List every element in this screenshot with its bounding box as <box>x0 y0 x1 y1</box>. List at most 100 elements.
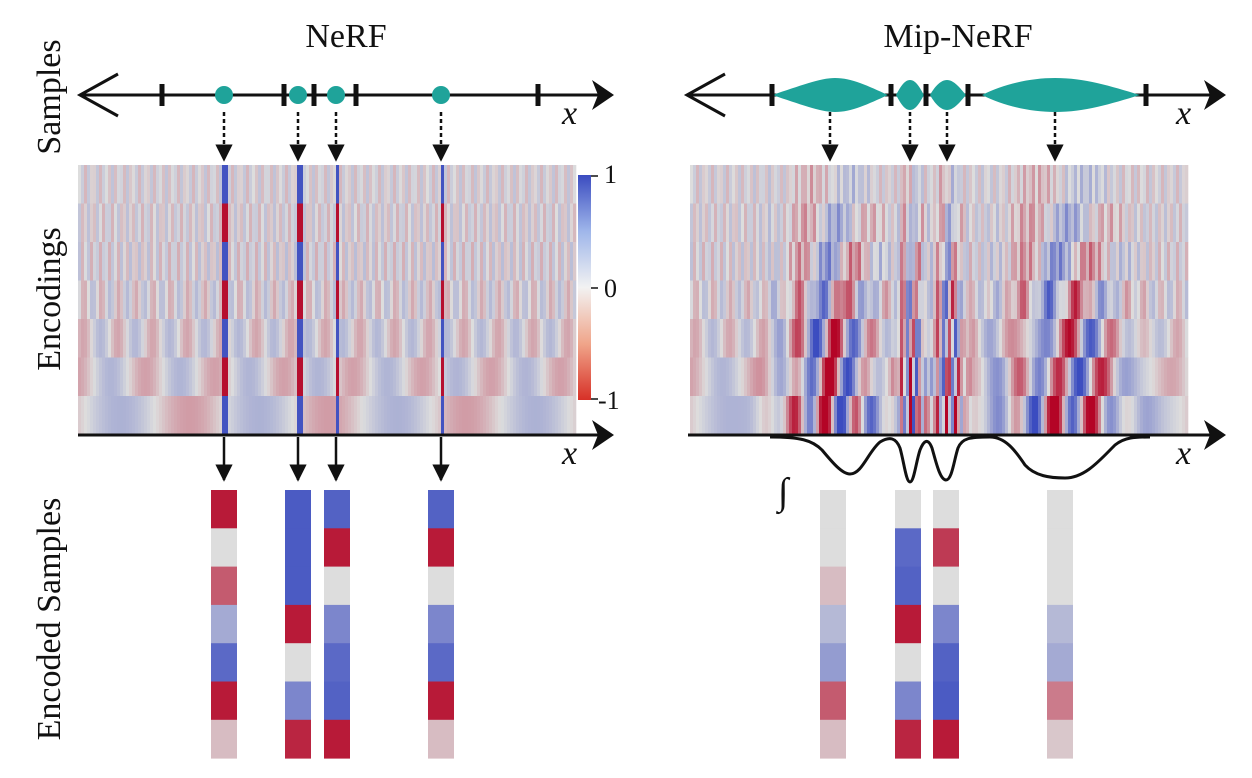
heatmap-cell <box>834 357 838 397</box>
heatmap-cell <box>1053 203 1057 243</box>
heatmap-cell <box>573 357 577 397</box>
heatmap-cell <box>450 357 454 397</box>
heatmap-cell <box>975 319 979 358</box>
heatmap-cell <box>762 396 766 435</box>
heatmap-cell <box>225 357 229 397</box>
heatmap-cell <box>768 165 772 204</box>
heatmap-cell <box>372 396 376 435</box>
heatmap-cell <box>1167 319 1171 358</box>
heatmap-cell <box>555 357 559 397</box>
heatmap-cell <box>330 319 334 358</box>
nerf-encoded-cell <box>428 681 454 721</box>
heatmap-cell <box>714 203 718 243</box>
heatmap-cell <box>534 165 538 204</box>
heatmap-cell <box>228 396 232 435</box>
heatmap-cell <box>1113 357 1117 397</box>
heatmap-cell <box>1134 280 1138 320</box>
heatmap-cell <box>981 357 985 397</box>
heatmap-cell <box>456 242 460 281</box>
heatmap-cell <box>825 203 829 243</box>
heatmap-cell <box>339 280 343 320</box>
heatmap-cell <box>855 280 859 320</box>
heatmap-cell <box>522 357 526 397</box>
heatmap-cell <box>252 396 256 435</box>
heatmap-cell <box>84 357 88 397</box>
heatmap-cell <box>774 357 778 397</box>
heatmap-cell <box>1098 165 1102 204</box>
heatmap-cell <box>1173 396 1177 435</box>
heatmap-cell <box>216 319 220 358</box>
heatmap-cell <box>342 319 346 358</box>
heatmap-cell <box>1170 396 1174 435</box>
heatmap-cell <box>99 203 103 243</box>
heatmap-cell <box>312 203 316 243</box>
heatmap-cell <box>390 357 394 397</box>
heatmap-cell <box>975 165 979 204</box>
heatmap-cell <box>294 242 298 281</box>
heatmap-cell <box>120 319 124 358</box>
heatmap-cell <box>1107 357 1111 397</box>
heatmap-cell <box>192 280 196 320</box>
heatmap-cell <box>873 396 877 435</box>
heatmap-cell <box>432 319 436 358</box>
heatmap-cell <box>816 203 820 243</box>
heatmap-cell <box>882 319 886 358</box>
heatmap-cell <box>117 203 121 243</box>
heatmap-cell <box>552 280 556 320</box>
heatmap-cell <box>762 280 766 320</box>
heatmap-cell <box>1143 396 1147 435</box>
heatmap-cell <box>402 165 406 204</box>
heatmap-cell <box>690 242 694 281</box>
heatmap-cell <box>144 357 148 397</box>
heatmap-cell <box>990 319 994 358</box>
heatmap-cell <box>951 280 955 320</box>
heatmap-cell <box>459 319 463 358</box>
heatmap-cell <box>540 242 544 281</box>
heatmap-cell <box>381 396 385 435</box>
heatmap-cell <box>366 280 370 320</box>
heatmap-cell <box>132 280 136 320</box>
heatmap-cell <box>900 319 904 358</box>
heatmap-cell <box>408 319 412 358</box>
heatmap-cell <box>465 319 469 358</box>
heatmap-cell <box>441 280 445 320</box>
heatmap-cell <box>306 357 310 397</box>
heatmap-cell <box>1122 357 1126 397</box>
heatmap-cell <box>744 203 748 243</box>
heatmap-cell <box>1035 203 1039 243</box>
heatmap-cell <box>801 203 805 243</box>
heatmap-cell <box>90 396 94 435</box>
heatmap-cell <box>474 396 478 435</box>
heatmap-cell <box>1149 396 1153 435</box>
heatmap-cell <box>996 357 1000 397</box>
heatmap-cell <box>780 165 784 204</box>
heatmap-cell <box>948 357 952 397</box>
heatmap-cell <box>90 203 94 243</box>
heatmap-cell <box>1044 280 1048 320</box>
nerf-encoded-cell <box>324 643 350 682</box>
heatmap-cell <box>720 203 724 243</box>
heatmap-cell <box>240 242 244 281</box>
heatmap-cell <box>870 396 874 435</box>
heatmap-cell <box>321 242 325 281</box>
heatmap-cell <box>1059 357 1063 397</box>
heatmap-cell <box>909 319 913 358</box>
heatmap-cell <box>1110 242 1114 281</box>
heatmap-cell <box>195 203 199 243</box>
heatmap-cell <box>342 280 346 320</box>
heatmap-cell <box>909 280 913 320</box>
heatmap-cell <box>180 396 184 435</box>
heatmap-cell <box>999 280 1003 320</box>
heatmap-cell <box>1146 319 1150 358</box>
heatmap-cell <box>144 396 148 435</box>
nerf-sample-points <box>215 86 450 104</box>
heatmap-cell <box>714 280 718 320</box>
heatmap-cell <box>837 319 841 358</box>
heatmap-cell <box>309 319 313 358</box>
heatmap-cell <box>1119 319 1123 358</box>
heatmap-cell <box>1143 357 1147 397</box>
heatmap-cell <box>513 280 517 320</box>
heatmap-cell <box>390 319 394 358</box>
heatmap-cell <box>219 242 223 281</box>
heatmap-cell <box>1041 242 1045 281</box>
